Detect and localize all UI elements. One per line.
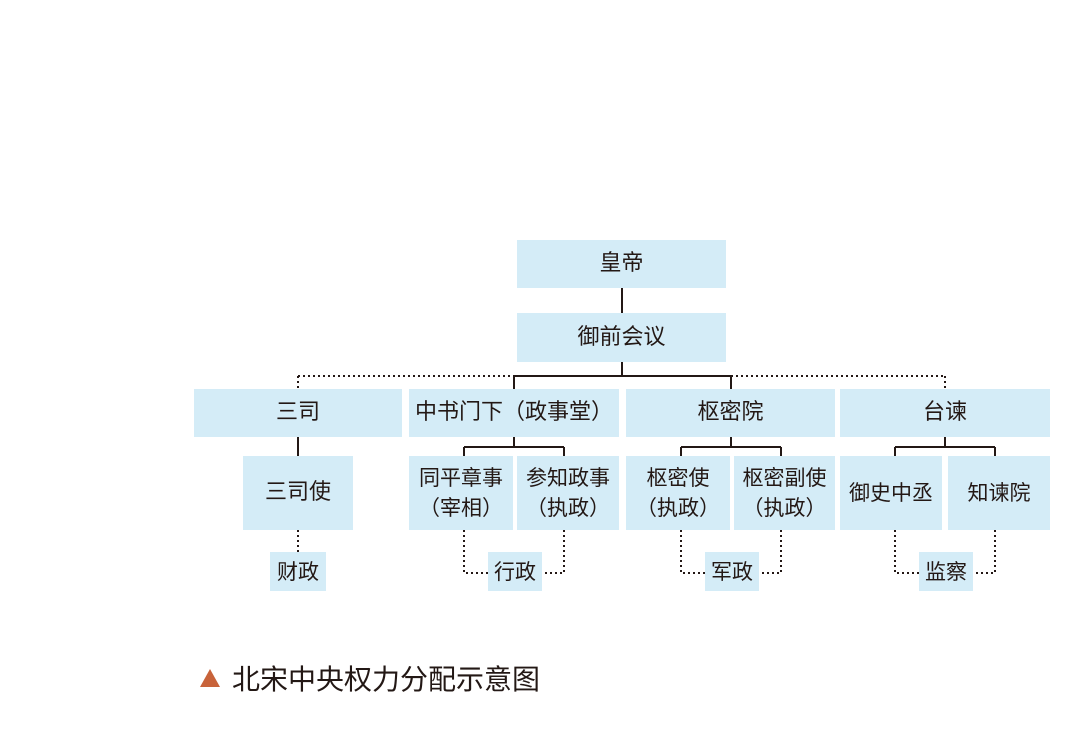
figure-caption: 北宋中央权力分配示意图 bbox=[200, 658, 540, 698]
dotted-shumifushi-military bbox=[759, 530, 782, 574]
dotted-tongping-admin bbox=[463, 530, 488, 574]
tongping-box: 同平章事 （宰相） bbox=[409, 456, 513, 530]
finance-label: 财政 bbox=[277, 559, 319, 584]
sansishi-label: 三司使 bbox=[264, 480, 331, 505]
sansi-label: 三司 bbox=[275, 400, 320, 425]
council-box: 御前会议 bbox=[517, 313, 726, 362]
taijian-label: 台谏 bbox=[922, 400, 967, 425]
shumiyuan-label: 枢密院 bbox=[697, 400, 764, 425]
tongping-label: 同平章事 bbox=[419, 466, 503, 490]
zhongshu-box: 中书门下（政事堂） bbox=[409, 389, 619, 437]
zhijian-box: 知谏院 bbox=[948, 456, 1050, 530]
emperor-box: 皇帝 bbox=[517, 240, 726, 288]
yushi-label: 御史中丞 bbox=[849, 481, 933, 505]
dotted-zhijian-supervision bbox=[973, 530, 996, 574]
shumifushi-label: 枢密副使 bbox=[742, 466, 827, 490]
shumifushi-box: 枢密副使 （执政） bbox=[734, 456, 835, 530]
shumishi-sublabel: （执政） bbox=[636, 496, 720, 520]
supervision-label: 监察 bbox=[925, 559, 967, 584]
shumiyuan-box: 枢密院 bbox=[626, 389, 835, 437]
shumishi-label: 枢密使 bbox=[646, 466, 710, 490]
administration-box: 行政 bbox=[488, 552, 542, 591]
dotted-canzhi-admin bbox=[542, 530, 565, 574]
council-label: 御前会议 bbox=[577, 324, 666, 350]
finance-box: 财政 bbox=[270, 552, 326, 591]
caption-text: 北宋中央权力分配示意图 bbox=[232, 663, 541, 696]
emperor-label: 皇帝 bbox=[599, 251, 644, 276]
zhongshu-label: 中书门下（政事堂） bbox=[414, 400, 613, 425]
yushi-box: 御史中丞 bbox=[840, 456, 942, 530]
zhijian-label: 知谏院 bbox=[967, 481, 1031, 505]
dotted-yushi-supervision bbox=[894, 530, 919, 574]
sansi-box: 三司 bbox=[194, 389, 402, 437]
military-box: 军政 bbox=[705, 552, 759, 591]
tongping-sublabel: （宰相） bbox=[419, 496, 503, 520]
taijian-box: 台谏 bbox=[840, 389, 1050, 437]
supervision-box: 监察 bbox=[919, 552, 973, 591]
administration-label: 行政 bbox=[494, 559, 536, 584]
canzhi-label: 参知政事 bbox=[526, 466, 610, 490]
shumifushi-sublabel: （执政） bbox=[742, 496, 827, 520]
sansishi-box: 三司使 bbox=[243, 456, 353, 530]
canzhi-sublabel: （执政） bbox=[526, 496, 610, 520]
military-label: 军政 bbox=[711, 559, 753, 584]
caption-triangle-icon bbox=[200, 669, 220, 687]
shumishi-box: 枢密使 （执政） bbox=[626, 456, 730, 530]
canzhi-box: 参知政事 （执政） bbox=[517, 456, 619, 530]
dotted-shumishi-military bbox=[680, 530, 705, 574]
